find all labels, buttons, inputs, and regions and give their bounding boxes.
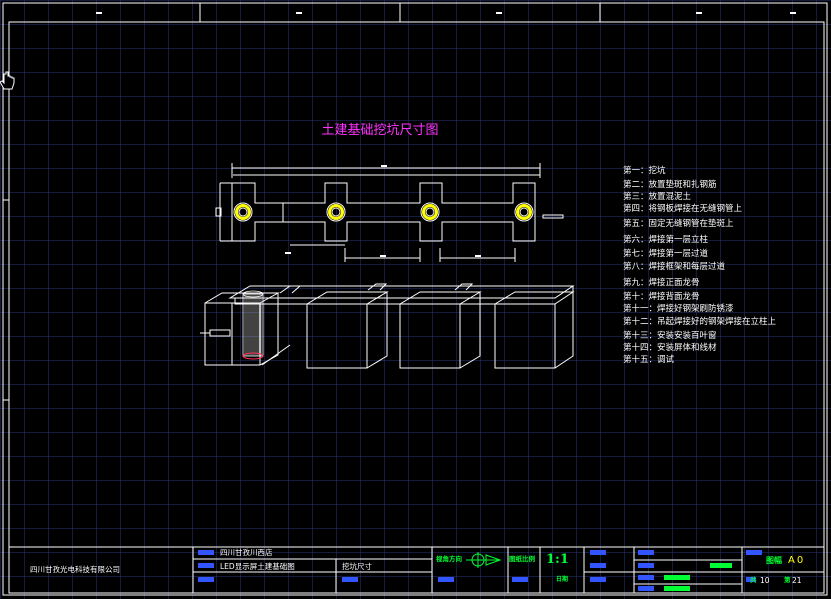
sheet-count-label: 共 [750, 576, 757, 584]
step-item: 第十三：安装安装百叶窗 [623, 331, 717, 341]
step-item: 第四：将钢板焊接在无缝钢管上 [623, 204, 743, 214]
drawing-name: LED显示屏土建基础图 [220, 562, 295, 571]
plan-view [215, 182, 564, 242]
frame-ticks [3, 3, 601, 401]
company-name: 四川甘孜光电科技有限公司 [30, 565, 120, 574]
pipe-circles [233, 202, 534, 222]
sheet-count-value: 10 [760, 576, 770, 585]
pipe-3 [420, 202, 440, 222]
view-direction-icon [466, 552, 502, 568]
title-block [8, 546, 825, 594]
dimension-marks [285, 165, 481, 257]
pipe-4 [514, 202, 534, 222]
frame-marks [96, 12, 796, 14]
pipe-2 [326, 202, 346, 222]
iso-pipe [242, 290, 264, 360]
plan-dimensions [231, 163, 541, 262]
step-item: 第七：焊接第一层过道 [623, 249, 709, 259]
step-item: 第十：焊接背面龙骨 [623, 292, 700, 302]
drawing-content: 挖坑尺寸 [342, 562, 372, 571]
scale-label: 图纸比例 [509, 555, 535, 563]
step-item: 第十二：吊起焊接好的钢架焊接在立柱上 [623, 317, 777, 327]
title-block-tags [198, 550, 762, 591]
isometric-view [200, 283, 575, 369]
drawing-title: 土建基础挖坑尺寸图 [321, 123, 438, 138]
step-item: 第十一：焊接好钢架刷防锈漆 [623, 304, 734, 314]
step-item: 第三：放置混泥土 [623, 192, 692, 202]
sheet-size-label: 图幅 [766, 556, 782, 565]
step-item: 第十五：调试 [623, 355, 675, 365]
step-item: 第六：焊接第一层立柱 [623, 235, 709, 245]
scale-value: 1:1 [546, 552, 569, 567]
pipe-1 [233, 202, 253, 222]
step-item: 第九：焊接正面龙骨 [623, 278, 700, 288]
step-item: 第二：放置垫斑和扎钢筋 [623, 180, 717, 190]
view-direction-label: 视角方向 [436, 555, 462, 563]
sheet-size-value: A0 [788, 555, 806, 566]
step-item: 第五：固定无缝钢管在垫斑上 [623, 219, 734, 229]
step-item: 第一：挖坑 [623, 166, 666, 176]
title-block-green-tags [664, 563, 732, 591]
step-item: 第八：焊接框架和每层过道 [623, 262, 726, 272]
sheet-number-value: 21 [792, 576, 802, 585]
date-label: 日期 [556, 576, 569, 583]
step-item: 第十四：安装屏体和线材 [623, 343, 717, 353]
hand-cursor-icon [0, 71, 15, 90]
project-name: 四川甘孜川西店 [220, 548, 273, 557]
sheet-number-label: 第 [784, 576, 791, 584]
